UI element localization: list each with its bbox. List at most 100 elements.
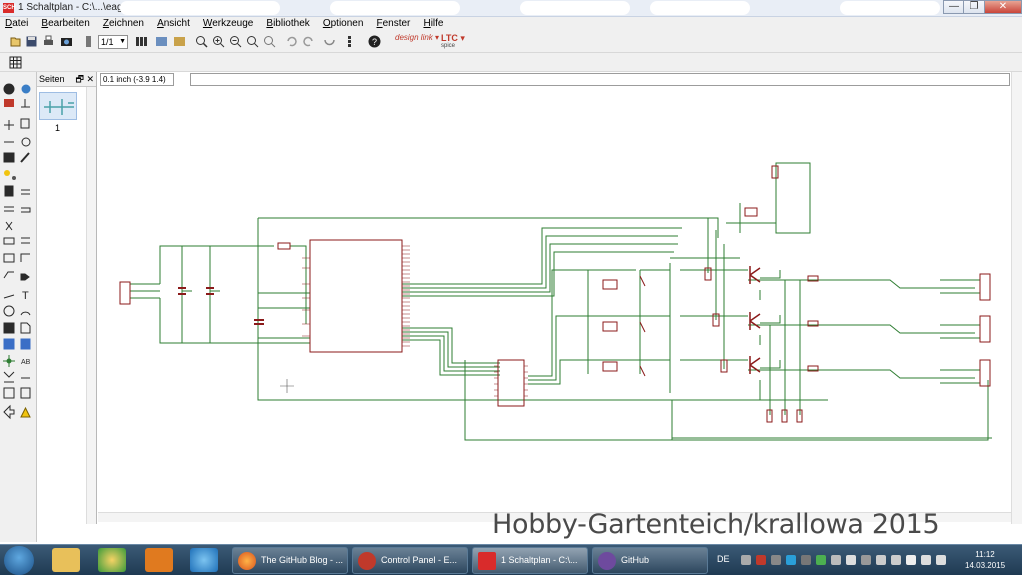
schematic-canvas[interactable] (100, 88, 1011, 520)
stop-icon[interactable] (323, 35, 336, 48)
menu-zeichnen[interactable]: Zeichnen (102, 18, 144, 29)
media-center-icon[interactable] (98, 548, 126, 572)
task-github-blog[interactable]: The GitHub Blog - ... (232, 547, 348, 574)
redaction-mark (650, 1, 750, 15)
designlink-button[interactable]: design link ▾ (395, 33, 440, 42)
clock-time: 11:12 (975, 550, 995, 559)
internet-explorer-icon[interactable] (190, 548, 218, 572)
cam-icon[interactable] (60, 35, 73, 48)
help-icon[interactable]: ? (368, 35, 381, 48)
menu-bearbeiten[interactable]: Bearbeiten (41, 18, 90, 29)
dropbox-icon[interactable] (786, 555, 796, 565)
redraw-icon[interactable] (246, 35, 259, 48)
print-icon[interactable] (42, 35, 55, 48)
zoom-fit-icon[interactable] (195, 35, 208, 48)
zoom-select-icon[interactable] (263, 35, 276, 48)
firefox-icon (238, 552, 256, 570)
menu-bar: Datei Bearbeiten Zeichnen Ansicht Werkze… (0, 17, 1022, 31)
open-icon[interactable] (9, 35, 22, 48)
page-number: 1 (55, 123, 61, 133)
menu-werkzeuge[interactable]: Werkzeuge (202, 18, 254, 29)
task-label: Control Panel - E... (381, 555, 458, 565)
task-github[interactable]: GitHub (592, 547, 708, 574)
command-bar: 0.1 inch (-3.9 1.4) (100, 73, 1022, 87)
schematic-drawing[interactable] (100, 88, 1011, 520)
undo-icon[interactable] (285, 35, 298, 48)
menu-optionen[interactable]: Optionen (322, 18, 364, 29)
coordinate-display: 0.1 inch (-3.9 1.4) (100, 73, 174, 86)
antivirus-icon[interactable] (756, 555, 766, 565)
redaction-mark (840, 1, 940, 15)
page-thumbnail[interactable] (39, 92, 77, 120)
language-indicator[interactable]: DE (717, 554, 730, 564)
watermark-text: Hobby-Gartenteich/krallowa 2015 (492, 509, 940, 540)
clock-date: 14.03.2015 (965, 561, 1006, 570)
pages-panel-header: Seiten 🗗 ✕ (37, 72, 96, 87)
clock[interactable]: 11:12 14.03.2015 (965, 549, 1005, 571)
pages-panel-controls[interactable]: 🗗 ✕ (75, 74, 95, 84)
steam-icon[interactable] (741, 555, 751, 565)
tray-icon[interactable] (861, 555, 871, 565)
board-icon[interactable] (135, 35, 148, 48)
library-icon[interactable] (173, 35, 186, 48)
save-icon[interactable] (25, 35, 38, 48)
network-icon[interactable] (921, 555, 931, 565)
windows-taskbar: The GitHub Blog - ... Control Panel - E.… (0, 544, 1022, 575)
task-label: GitHub (621, 555, 650, 565)
main-toolbar: 1/1▼ ? design link ▾ LTC ▾spice (0, 31, 1022, 53)
canvas-vertical-scrollbar[interactable] (1011, 72, 1022, 524)
maximize-button[interactable]: ❐ (963, 0, 985, 14)
window-title: 1 Schaltplan - C:\...\eagle\control... (18, 2, 172, 13)
svg-text:AB: AB (21, 359, 31, 366)
ltspice-button[interactable]: LTC ▾spice (441, 33, 465, 50)
redaction-mark (330, 1, 460, 15)
go-icon[interactable] (343, 35, 356, 48)
tool-palette: T AB (0, 72, 37, 542)
pages-panel-title: Seiten (39, 74, 65, 84)
explorer-icon[interactable] (52, 548, 80, 572)
app-tray-icon[interactable] (771, 555, 781, 565)
eagle-app-icon: SCH (3, 3, 16, 13)
tray-icon[interactable] (846, 555, 856, 565)
zoom-in-icon[interactable] (212, 35, 225, 48)
menu-bibliothek[interactable]: Bibliothek (266, 18, 310, 29)
grid-icon[interactable] (9, 56, 22, 69)
command-input[interactable] (190, 73, 1010, 86)
control-panel-icon (358, 552, 376, 570)
menu-ansicht[interactable]: Ansicht (157, 18, 190, 29)
ulp-icon[interactable] (155, 35, 168, 48)
pages-scrollbar[interactable] (86, 87, 96, 524)
eagle-icon (478, 552, 496, 570)
start-button[interactable] (4, 546, 34, 575)
tray-icon[interactable] (816, 555, 826, 565)
redo-icon[interactable] (302, 35, 315, 48)
pages-panel: Seiten 🗗 ✕ 1 (37, 72, 97, 524)
svg-text:?: ? (372, 37, 377, 47)
close-button[interactable]: ✕ (984, 0, 1022, 14)
tray-icon[interactable] (876, 555, 886, 565)
script-icon[interactable] (82, 35, 95, 48)
svg-text:T: T (22, 290, 29, 302)
system-tray: DE 11:12 14.03.2015 (715, 545, 1022, 576)
parameter-toolbar (0, 53, 1022, 72)
sheet-select[interactable]: 1/1▼ (98, 35, 128, 49)
redaction-mark (120, 1, 280, 15)
menu-hilfe[interactable]: Hilfe (423, 18, 444, 29)
minimize-button[interactable]: — (943, 0, 965, 14)
redaction-mark (520, 1, 630, 15)
volume-icon[interactable] (936, 555, 946, 565)
action-center-icon[interactable] (891, 555, 901, 565)
battery-icon[interactable] (906, 555, 916, 565)
task-label: The GitHub Blog - ... (261, 555, 344, 565)
task-schaltplan[interactable]: 1 Schaltplan - C:\... (472, 547, 588, 574)
palette-icons[interactable]: T AB (0, 72, 37, 542)
tray-icon[interactable] (831, 555, 841, 565)
tray-icon[interactable] (801, 555, 811, 565)
task-control-panel[interactable]: Control Panel - E... (352, 547, 468, 574)
menu-fenster[interactable]: Fenster (376, 18, 411, 29)
zoom-out-icon[interactable] (229, 35, 242, 48)
title-bar: SCH 1 Schaltplan - C:\...\eagle\control.… (0, 0, 1022, 17)
canvas-horizontal-scrollbar[interactable] (98, 512, 1011, 522)
menu-datei[interactable]: Datei (5, 18, 29, 29)
media-player-icon[interactable] (145, 548, 173, 572)
